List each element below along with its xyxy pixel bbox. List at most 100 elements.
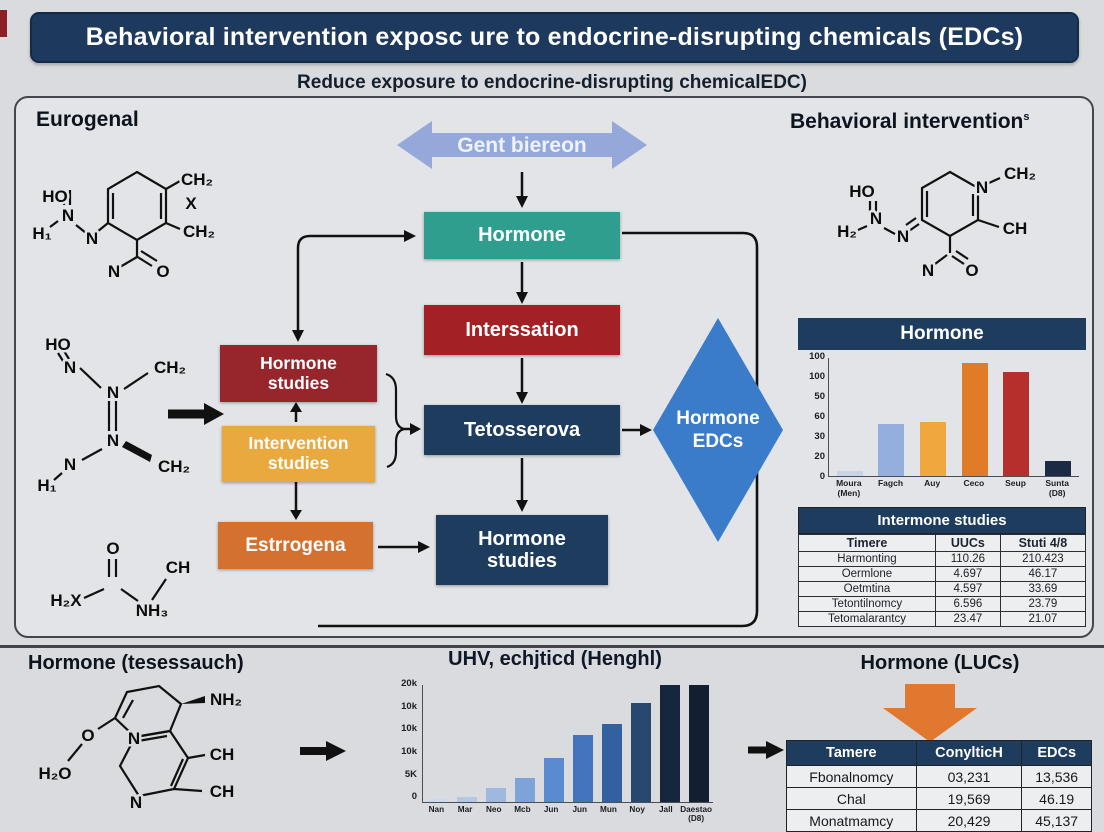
- svg-text:O: O: [81, 726, 94, 745]
- y-tick-label: 100: [809, 351, 825, 362]
- x-tick-label: Neo: [485, 805, 502, 814]
- bar: [688, 685, 709, 802]
- flow-box-hormone-studies-center: Hormone studies: [436, 515, 608, 585]
- table-cell: 46.17: [999, 566, 1087, 582]
- flow-arrows-center: [516, 172, 528, 512]
- x-tick-label: Nan: [428, 805, 445, 814]
- table-cell: 21.07: [999, 611, 1087, 627]
- svg-text:H₂O: H₂O: [38, 764, 71, 783]
- svg-text:N: N: [64, 358, 76, 377]
- x-tick-label: Auy: [924, 478, 941, 488]
- y-tick-label: 50: [814, 391, 825, 403]
- decision-diamond: Hormone EDCs: [653, 318, 783, 542]
- svg-text:H₂X: H₂X: [50, 591, 82, 610]
- x-tick-label: Ceco: [963, 478, 985, 488]
- gene-banner-arrow: Gent biereon: [397, 121, 647, 169]
- svg-text:CH: CH: [166, 558, 191, 577]
- bar: [836, 471, 863, 476]
- table-cell: 6.596: [934, 596, 1001, 612]
- corner-mark: [0, 10, 7, 37]
- svg-text:CH₂: CH₂: [154, 358, 186, 377]
- svg-text:CH: CH: [210, 745, 235, 764]
- bar: [456, 796, 477, 802]
- bar: [1045, 460, 1072, 476]
- title-banner: Behavioral intervention exposc ure to en…: [30, 12, 1079, 63]
- orange-down-arrow: [883, 684, 977, 742]
- x-tick-label: Daestao (D8): [680, 805, 713, 824]
- flow-box-intervention-studies: Intervention studies: [222, 426, 375, 482]
- svg-text:O: O: [965, 261, 978, 280]
- left-column-arrows: [290, 402, 430, 553]
- table-cell: 23.79: [999, 596, 1087, 612]
- table-cell: Monatmamcy: [786, 809, 917, 832]
- table-cell: Tetontilnomcy: [798, 596, 936, 612]
- table-cell: 45,137: [1021, 809, 1092, 832]
- x-tick-label: Mar: [457, 805, 473, 814]
- flow-box-interssation: Interssation: [424, 305, 620, 355]
- table-cell: Tetomalarantcy: [798, 611, 936, 627]
- intermone-table-title: Intermone studies: [798, 507, 1086, 534]
- y-tick-label: 5K: [404, 768, 417, 780]
- svg-text:N: N: [107, 431, 119, 450]
- diamond-label-line1: Hormone: [676, 408, 759, 429]
- svg-text:NH₂: NH₂: [210, 690, 242, 709]
- right-section-heading: Behavioral interventions: [790, 110, 1030, 133]
- svg-text:N: N: [130, 793, 142, 812]
- svg-text:N: N: [64, 455, 76, 474]
- bar: [572, 734, 593, 802]
- svg-text:N: N: [922, 261, 934, 280]
- x-tick-label: Sunta (D8): [1045, 478, 1069, 498]
- svg-text:N: N: [108, 262, 120, 281]
- x-tick-label: Jun: [543, 805, 559, 814]
- chem-structure-behavioral: HO H₂ N N N CH₂ CH N O: [835, 162, 1039, 283]
- gene-banner-arrow-label: Gent biereon: [457, 134, 587, 157]
- svg-text:N: N: [897, 227, 909, 246]
- x-tick-label: Mcb: [514, 805, 531, 814]
- table-cell: 13,536: [1021, 765, 1092, 788]
- bold-arrow-left: [168, 403, 224, 425]
- table-header-cell: EDCs: [1021, 740, 1092, 766]
- right-heading-superscript: s: [1023, 111, 1030, 123]
- flow-box-hormone-studies-left: Hormone studies: [220, 345, 377, 402]
- x-tick-label: Jall: [659, 805, 673, 814]
- table-header-cell: UUCs: [934, 534, 1001, 552]
- table-header-cell: Stuti 4/8: [999, 534, 1087, 552]
- y-tick-label: 10k: [401, 700, 417, 712]
- svg-text:CH₂: CH₂: [183, 222, 215, 241]
- svg-text:CH: CH: [210, 782, 235, 801]
- svg-text:X: X: [185, 194, 197, 213]
- bar: [920, 421, 947, 476]
- y-tick-label: 10k: [401, 746, 417, 758]
- y-tick-label: 10k: [401, 723, 417, 735]
- y-tick-label: 0: [819, 471, 825, 483]
- bar: [543, 758, 564, 802]
- page-title: Behavioral intervention exposc ure to en…: [85, 23, 1024, 51]
- bar: [601, 724, 622, 802]
- table-cell: Fbonalnomcy: [786, 765, 917, 788]
- uhv-chart-plot: [422, 685, 713, 803]
- arrow-to-diamond: [622, 424, 652, 436]
- table-cell: 23.47: [934, 611, 1001, 627]
- y-tick-label: 20: [814, 451, 825, 463]
- bold-arrow-bottom-right: [748, 741, 784, 759]
- x-tick-label: Fagch: [877, 478, 904, 488]
- bar: [878, 424, 905, 476]
- svg-text:CH: CH: [1003, 219, 1028, 238]
- svg-text:N: N: [107, 383, 119, 402]
- y-tick-label: 20k: [401, 678, 417, 689]
- svg-text:O: O: [106, 539, 119, 558]
